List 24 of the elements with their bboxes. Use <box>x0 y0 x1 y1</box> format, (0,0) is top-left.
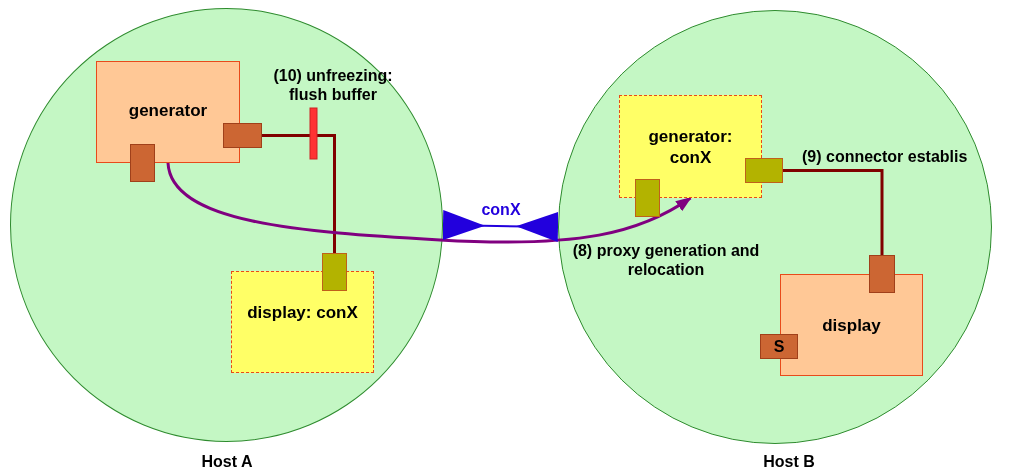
component-name: display: conX <box>246 302 359 323</box>
connector-line <box>783 169 884 255</box>
port: S <box>760 334 798 359</box>
connector-line <box>262 134 336 253</box>
port <box>635 179 660 217</box>
channel-connector <box>442 210 559 242</box>
port <box>322 253 347 291</box>
port <box>869 255 895 293</box>
port <box>745 158 783 183</box>
edge-label: (9) connector establis <box>802 147 968 166</box>
host-label: Host B <box>762 453 816 471</box>
port <box>130 144 155 182</box>
edge-label: (8) proxy generation and relocation <box>571 241 761 279</box>
component-box <box>96 61 240 163</box>
edge-label: conX <box>480 200 522 219</box>
port <box>223 123 262 148</box>
proxy-box <box>231 271 374 373</box>
migration-arrow <box>166 162 692 244</box>
component-name: generator <box>127 100 209 121</box>
component-name: generator: conX <box>647 126 734 168</box>
proxy-box <box>619 95 762 198</box>
component-name: display <box>821 315 882 336</box>
host-label: Host A <box>200 453 254 471</box>
callout-text: (10) unfreezing: flush buffer <box>272 66 394 104</box>
